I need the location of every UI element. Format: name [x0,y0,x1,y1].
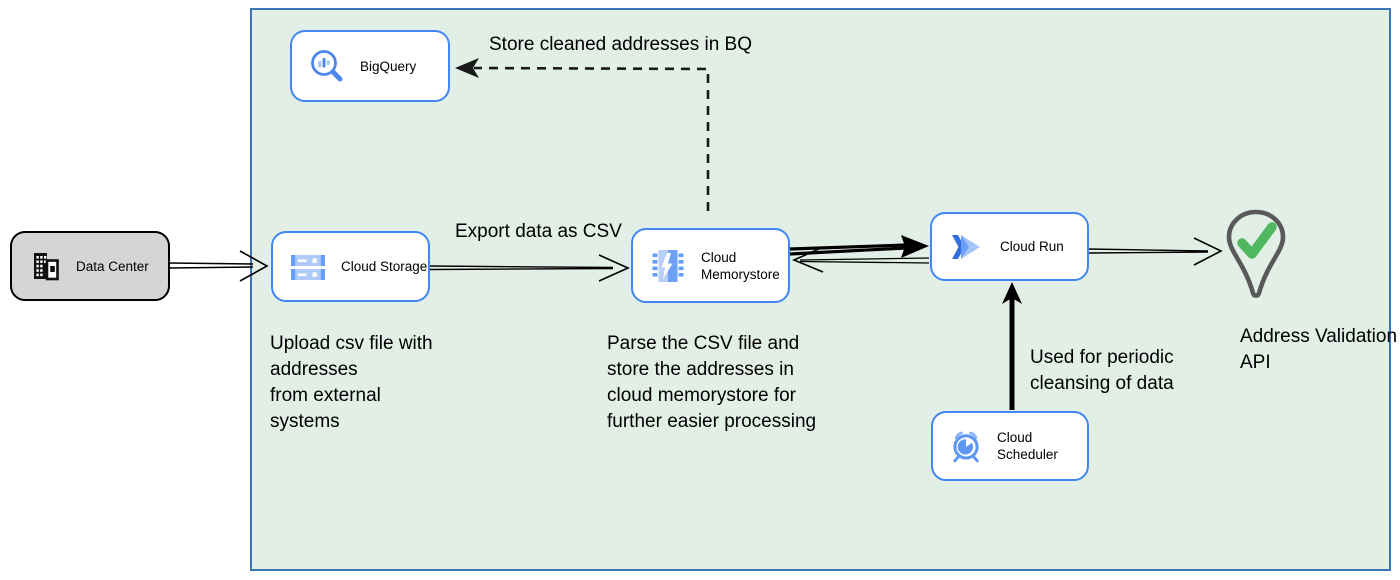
node-cloud-scheduler: Cloud Scheduler [931,411,1089,481]
cloud-scheduler-icon [953,431,979,463]
node-label: BigQuery [360,58,417,74]
cloud-storage-icon [291,254,325,280]
node-bigquery: BigQuery [290,30,450,102]
cloud-run-icon [952,234,980,259]
note-export-csv: Export data as CSV [455,221,622,242]
node-cloud-memorystore: Cloud Memorystore [631,228,790,303]
note-periodic-cleansing: Used for periodic cleansing of data [1030,347,1174,394]
note-store-bq: Store cleaned addresses in BQ [489,34,752,55]
note-upload-csv: Upload csv file with addresses from exte… [270,333,433,432]
node-label: Cloud Memorystore [701,249,780,282]
node-label: Cloud Scheduler [997,430,1058,462]
bigquery-icon [311,50,343,82]
building-icon [34,253,59,281]
node-data-center: Data Center [10,231,170,301]
note-parse-csv: Parse the CSV file and store the address… [607,333,817,432]
node-label: Data Center [76,258,149,274]
map-pin-check-icon [1226,209,1286,298]
gcp-boundary [250,8,1391,571]
node-cloud-storage: Cloud Storage [271,231,430,302]
address-validation-api-label: Address Validation API [1240,326,1398,373]
node-label: Cloud Storage [341,259,428,274]
memorystore-icon [652,249,684,282]
node-cloud-run: Cloud Run [930,212,1089,281]
node-label: Cloud Run [1000,239,1064,254]
